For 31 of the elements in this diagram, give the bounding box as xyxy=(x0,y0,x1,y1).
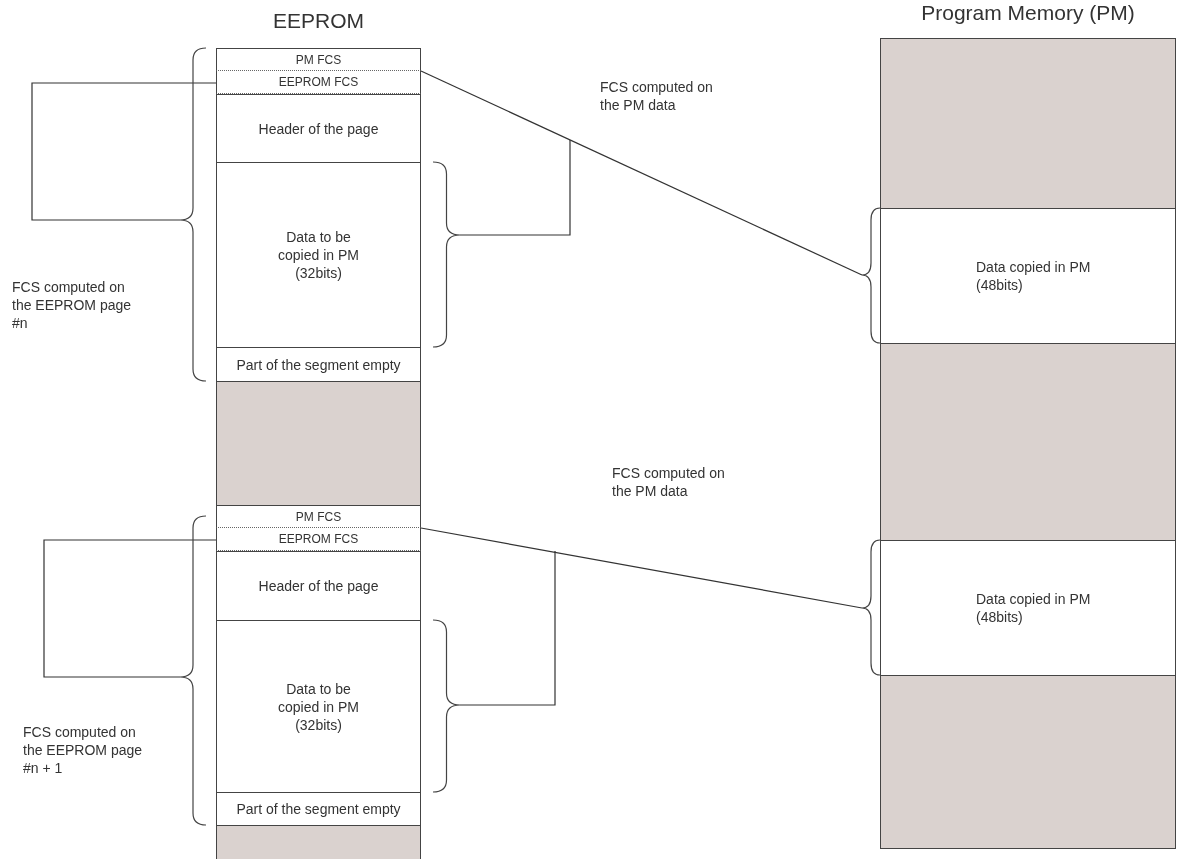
annotation-text: FCS computed on the PM data xyxy=(612,464,726,500)
reserved-block xyxy=(880,343,1176,540)
connector-line xyxy=(420,527,863,609)
connector-line xyxy=(43,539,217,678)
annotation-text: FCS computed on the EEPROM page #n + 1 xyxy=(23,723,143,777)
memory-segment: EEPROM FCS xyxy=(216,528,421,551)
memory-segment: EEPROM FCS xyxy=(216,71,421,94)
memory-segment: PM FCS xyxy=(216,505,421,528)
memory-segment: Header of the page xyxy=(216,94,421,162)
connector-line xyxy=(459,139,571,236)
curly-bracket xyxy=(180,48,206,381)
column-title: Program Memory (PM) xyxy=(921,0,1135,26)
curly-bracket xyxy=(862,208,880,343)
reserved-block xyxy=(216,825,421,859)
column-title: EEPROM xyxy=(273,8,364,34)
annotation-text: FCS computed on the EEPROM page #n xyxy=(12,278,132,332)
connector-line xyxy=(420,70,863,276)
connector-line xyxy=(31,82,217,221)
memory-segment: Data to be copied in PM (32bits) xyxy=(216,162,421,347)
curly-bracket xyxy=(180,516,206,825)
reserved-block xyxy=(880,38,1176,208)
reserved-block xyxy=(216,381,421,505)
reserved-block xyxy=(880,675,1176,849)
curly-bracket xyxy=(433,620,460,792)
curly-bracket xyxy=(862,540,880,675)
curly-bracket xyxy=(433,162,460,347)
memory-segment: Data to be copied in PM (32bits) xyxy=(216,620,421,792)
connector-line xyxy=(459,550,556,706)
memory-segment: Header of the page xyxy=(216,551,421,620)
memory-segment: PM FCS xyxy=(216,48,421,71)
annotation-text: FCS computed on the PM data xyxy=(600,78,714,114)
